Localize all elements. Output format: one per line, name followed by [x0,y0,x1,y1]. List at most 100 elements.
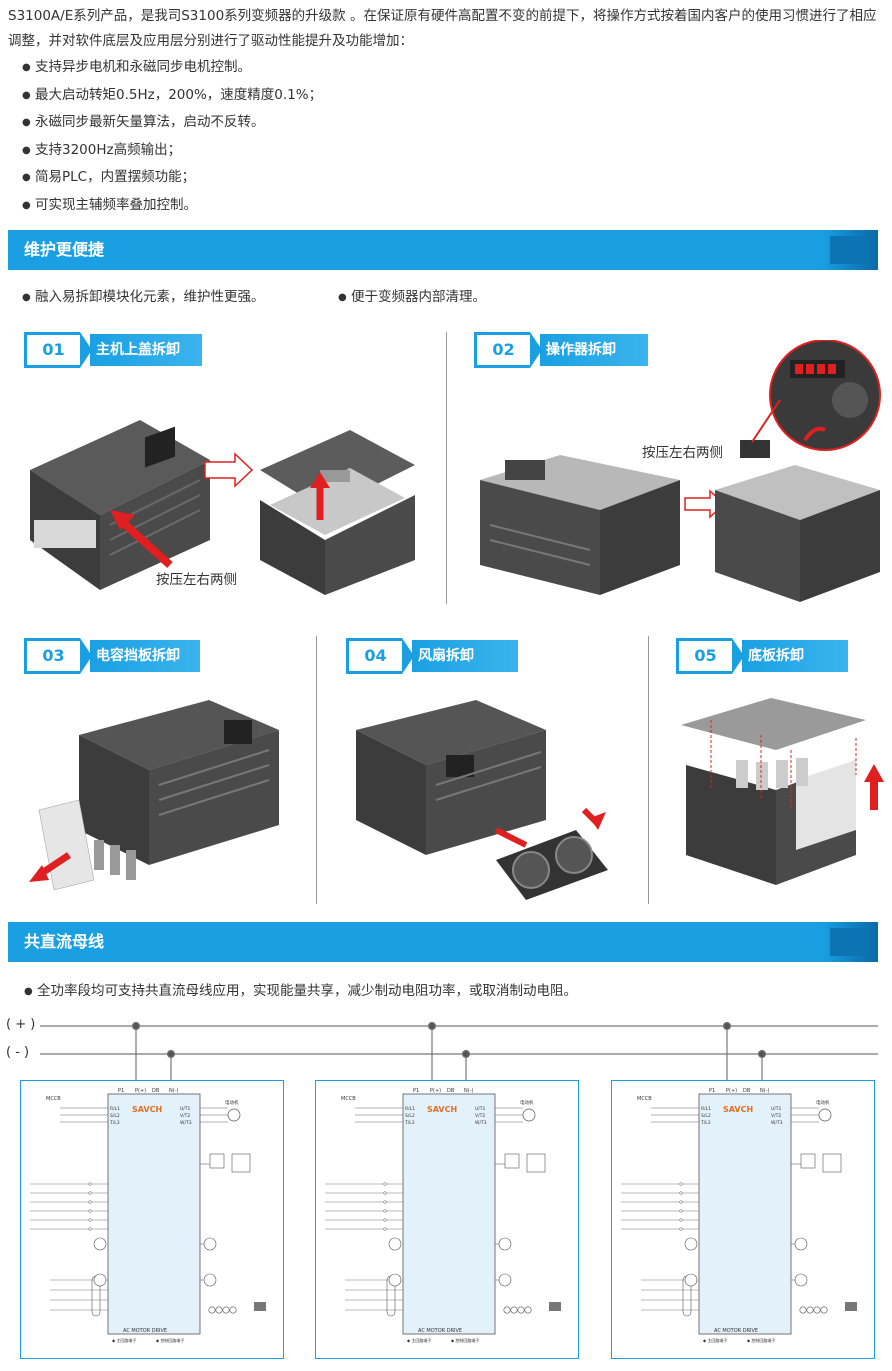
step-05-illustration [681,698,884,885]
section-title: 维护更便捷 [24,240,105,259]
opto-symbol [388,1273,402,1287]
pc-icon [845,1302,857,1311]
bus-plus-label: ( + ) [6,1017,36,1032]
inverter-device [356,700,546,855]
motor-label: 电动机 [816,1099,830,1106]
step-01-caption: 按压左右两侧 [156,572,237,588]
transistor-symbol [203,1237,217,1251]
step-03-badge: 03 电容挡板拆卸 [24,638,204,674]
terminal-label: P1 [413,1088,419,1094]
terminal-label: DB [447,1088,455,1094]
opto-symbol [93,1237,107,1251]
legend-ctrl: ◆ 控制回路端子 [156,1337,184,1343]
inverter-device [480,455,680,595]
relay-coil [526,1153,546,1173]
intro-text: S3100A/E系列产品，是我司S3100系列变频器的升级款 。在保证原有硬件高… [8,8,877,49]
press-arrow [117,517,173,568]
brand-logo: SAVCH [132,1105,162,1114]
step-arrow [530,332,542,368]
opto-symbol [388,1237,402,1251]
opto-symbol [93,1273,107,1287]
terminal-label: N(-) [760,1088,769,1094]
divider [316,636,317,904]
rs485-coil [229,1306,237,1314]
pc-icon [549,1302,561,1311]
step-02-illustration [480,340,881,602]
header-decoration [822,230,878,270]
input-terminal: R/L1 [110,1106,120,1112]
di-contact [383,1209,387,1213]
motor-label: 电动机 [225,1099,239,1106]
mccb-label: MCCB [341,1096,356,1102]
drive-body [107,1093,201,1335]
step-label: 底板拆卸 [742,640,848,672]
input-terminal: T/L3 [404,1120,415,1126]
step-04-badge: 04 风扇拆卸 [346,638,522,674]
transistor-symbol [794,1237,808,1251]
di-contact [88,1227,92,1231]
step-label: 操作器拆卸 [540,334,648,366]
rs485-coil [503,1306,511,1314]
section-header-maintenance: 维护更便捷 [8,230,878,270]
feature-item: 简易PLC，内置摆频功能； [22,164,322,192]
brand-logo: SAVCH [723,1105,753,1114]
motor-label: 电动机 [520,1099,534,1106]
output-terminal: U/T1 [771,1106,782,1112]
motor-symbol [818,1108,832,1122]
step-number: 01 [24,332,80,368]
output-terminal: W/T3 [771,1120,783,1126]
input-terminal: T/L3 [700,1120,711,1126]
di-contact [383,1227,387,1231]
rs485-coil [510,1306,518,1314]
legend-ctrl: ◆ 控制回路端子 [747,1337,775,1343]
step-arrow [732,638,744,674]
terminal-label: DB [152,1088,160,1094]
terminal-label: N(-) [464,1088,473,1094]
step-arrow [80,638,92,674]
output-terminal: V/T2 [475,1113,485,1119]
step-05-badge: 05 底板拆卸 [676,638,852,674]
drive-body [698,1093,792,1335]
maintenance-point: 融入易拆卸模块化元素，维护性更强。 [22,285,265,305]
step-number: 03 [24,638,80,674]
brand-logo: SAVCH [427,1105,457,1114]
legend-main: ◆ 主回路端子 [112,1337,136,1343]
relay-box [504,1153,520,1169]
step-label: 电容挡板拆卸 [90,640,200,672]
di-contact [679,1227,683,1231]
feature-item: 永磁同步最新矢量算法，启动不反转。 [22,109,322,137]
transistor-symbol [203,1273,217,1287]
input-terminal: S/L2 [701,1113,711,1119]
bus-minus-label: ( - ) [6,1045,30,1060]
rs485-coil [813,1306,821,1314]
fan-module [496,830,608,900]
step-04-illustration [356,700,608,900]
input-terminal: S/L2 [110,1113,120,1119]
di-contact [679,1218,683,1222]
output-terminal: U/T1 [180,1106,191,1112]
drive-body [402,1093,496,1335]
rs485-coil [208,1306,216,1314]
step-number: 02 [474,332,530,368]
di-contact [679,1200,683,1204]
transistor-symbol [794,1273,808,1287]
inverter-device [681,698,866,885]
transistor-symbol [498,1273,512,1287]
legend-ctrl: ◆ 控制回路端子 [451,1337,479,1343]
maintenance-point: 便于变频器内部清理。 [338,285,486,305]
motor-symbol [227,1108,241,1122]
step-02-caption: 按压左右两侧 [642,445,723,461]
feature-item: 可实现主辅频率叠加控制。 [22,192,322,220]
di-contact [88,1191,92,1195]
terminal-label: N(-) [169,1088,178,1094]
step-02-badge: 02 操作器拆卸 [474,332,654,368]
di-contact [88,1200,92,1204]
rs485-coil [799,1306,807,1314]
dcbus-wiring [40,1021,878,1090]
rs485-coil [215,1306,223,1314]
drive-footer: AC MOTOR DRIVE [123,1328,167,1334]
mccb-label: MCCB [46,1096,61,1102]
relay-box [209,1153,225,1169]
